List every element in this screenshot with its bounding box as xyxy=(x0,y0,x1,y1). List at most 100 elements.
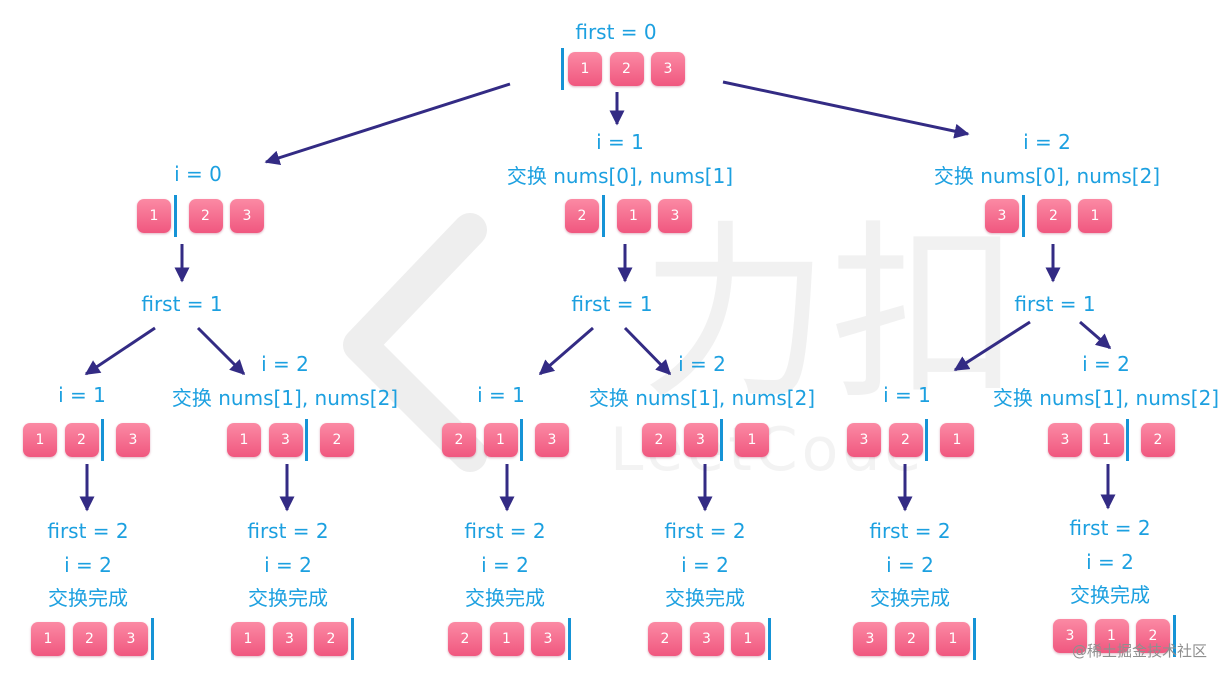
node-label: i = 2 xyxy=(264,552,312,577)
array-cell: 1 xyxy=(227,423,261,457)
arrow-root-to-n2 xyxy=(722,80,970,139)
node-label: 交换 nums[0], nums[2] xyxy=(933,163,1161,188)
split-divider xyxy=(520,419,523,461)
split-divider xyxy=(1021,195,1025,237)
array-cell: 1 xyxy=(483,423,518,457)
array-cell: 2 xyxy=(888,423,923,457)
array-cell: 3 xyxy=(847,423,881,457)
node-label: i = 2 xyxy=(261,352,309,376)
node-label: 交换完成 xyxy=(1070,583,1150,607)
split-divider xyxy=(305,419,308,461)
node-label: first = 2 xyxy=(664,519,746,543)
array-cell: 2 xyxy=(448,622,482,656)
node-label: 交换完成 xyxy=(48,586,128,610)
array-cell: 1 xyxy=(616,199,651,233)
array-cell: 2 xyxy=(642,423,676,457)
array-cell: 3 xyxy=(272,622,307,656)
array-cell: 1 xyxy=(231,622,265,656)
node-label: i = 2 xyxy=(1086,549,1134,574)
credit-text: @稀土掘金技术社区 xyxy=(1071,642,1207,660)
node-label: i = 2 xyxy=(678,352,726,376)
node-label: first = 2 xyxy=(47,519,129,543)
array-cell: 3 xyxy=(268,423,303,457)
array-cell: 1 xyxy=(1094,619,1129,653)
split-divider xyxy=(567,618,571,660)
array-cell: 3 xyxy=(230,199,264,233)
node-label: 交换 nums[0], nums[1] xyxy=(506,163,734,188)
arrow-f0-to-n00 xyxy=(84,326,156,376)
node-label: 交换完成 xyxy=(870,586,950,610)
split-divider xyxy=(601,195,605,237)
node-label: 交换完成 xyxy=(465,586,545,610)
split-divider xyxy=(1126,419,1129,461)
array-cell: 1 xyxy=(936,622,970,656)
array-cell: 1 xyxy=(1089,423,1124,457)
split-divider xyxy=(767,618,771,660)
split-divider xyxy=(173,195,177,237)
node-label: first = 1 xyxy=(571,292,653,316)
node-label: i = 2 xyxy=(1023,130,1071,154)
split-divider xyxy=(972,618,976,660)
node-label: i = 2 xyxy=(886,552,934,577)
node-label: first = 2 xyxy=(869,519,951,543)
array-cell: 1 xyxy=(1078,199,1112,233)
array-cell: 2 xyxy=(314,622,348,656)
array-cell: 1 xyxy=(731,622,765,656)
node-label: first = 0 xyxy=(575,20,657,44)
arrow-f2-to-n20 xyxy=(953,320,1031,372)
node-label: first = 2 xyxy=(464,519,546,543)
split-divider xyxy=(561,48,564,90)
array-cell: 3 xyxy=(651,52,685,86)
node-label: i = 2 xyxy=(681,552,729,577)
node-label: first = 2 xyxy=(1069,516,1151,540)
array-cell: 3 xyxy=(853,622,887,656)
arrow-f1-to-n11 xyxy=(623,326,672,376)
arrow-f1-to-n10 xyxy=(538,326,594,376)
array-cell: 1 xyxy=(735,423,769,457)
node-label: i = 0 xyxy=(174,162,222,186)
array-cell: 3 xyxy=(689,622,724,656)
array-cell: 3 xyxy=(116,423,150,457)
array-cell: 2 xyxy=(1036,199,1071,233)
array-cell: 3 xyxy=(683,423,718,457)
array-cell: 1 xyxy=(489,622,524,656)
array-cell: 3 xyxy=(985,199,1019,233)
arrow-root-to-n0 xyxy=(264,82,511,166)
node-label: i = 1 xyxy=(883,383,931,407)
node-label: first = 1 xyxy=(1014,292,1096,316)
node-label: i = 1 xyxy=(596,130,644,154)
node-label: i = 2 xyxy=(481,552,529,577)
array-cell: 2 xyxy=(1136,619,1170,653)
node-label: 交换完成 xyxy=(248,586,328,610)
split-divider xyxy=(925,419,928,461)
array-cell: 1 xyxy=(31,622,65,656)
array-cell: 1 xyxy=(23,423,57,457)
node-label: 交换 nums[1], nums[2] xyxy=(588,385,816,410)
arrow-f2-to-n21 xyxy=(1079,320,1112,350)
array-cell: 3 xyxy=(1053,619,1087,653)
array-cell: 3 xyxy=(658,199,692,233)
split-divider xyxy=(101,419,104,461)
arrow-f0-to-n01 xyxy=(196,326,246,376)
array-cell: 3 xyxy=(1048,423,1082,457)
node-label: i = 1 xyxy=(477,383,525,407)
array-cell: 2 xyxy=(64,423,99,457)
watermark-text: 力扣 xyxy=(640,204,1020,425)
array-cell: 2 xyxy=(188,199,223,233)
array-cell: 2 xyxy=(1141,423,1175,457)
split-divider xyxy=(1172,615,1176,657)
node-label: 交换 nums[1], nums[2] xyxy=(171,385,399,410)
array-cell: 2 xyxy=(565,199,599,233)
array-cell: 3 xyxy=(114,622,148,656)
node-label: i = 1 xyxy=(58,383,106,407)
split-divider xyxy=(350,618,354,660)
array-cell: 2 xyxy=(320,423,354,457)
array-cell: 3 xyxy=(531,622,565,656)
node-label: i = 2 xyxy=(1082,352,1130,376)
node-label: i = 2 xyxy=(64,552,112,577)
split-divider xyxy=(720,419,723,461)
node-label: 交换 nums[1], nums[2] xyxy=(992,385,1220,410)
array-cell: 2 xyxy=(894,622,929,656)
split-divider xyxy=(150,618,154,660)
